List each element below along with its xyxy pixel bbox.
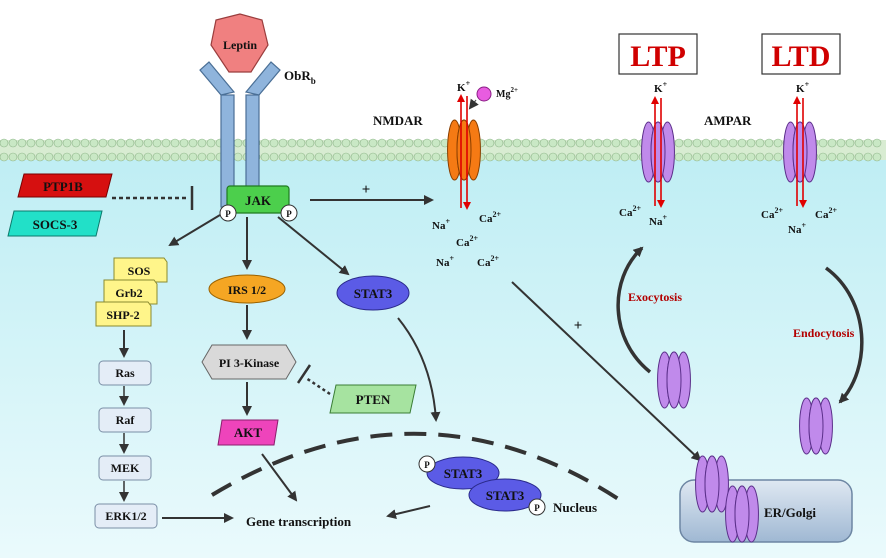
mek-label: MEK bbox=[111, 461, 140, 475]
ltd-label: LTD bbox=[772, 40, 831, 73]
ras-label: Ras bbox=[115, 366, 135, 380]
stat3-dimer-label-2: STAT3 bbox=[486, 488, 525, 503]
phospho-badge-right: P bbox=[280, 204, 298, 222]
ion-labels-ampar: Ca2+ Na+ Ca2+ Ca2+ Na+ bbox=[619, 204, 837, 236]
stat3-to-nucleus-arrow bbox=[397, 317, 441, 422]
ptp1b-label: PTP1B bbox=[43, 179, 83, 194]
pten-label: PTEN bbox=[356, 392, 391, 407]
stat3-to-gene-arrow bbox=[386, 505, 431, 520]
ampar-cluster-endocytosis bbox=[799, 397, 833, 455]
nmdar-channel bbox=[447, 94, 481, 210]
svg-text:Ca2+: Ca2+ bbox=[815, 206, 837, 221]
socs3-label: SOCS-3 bbox=[33, 217, 78, 232]
jak-label: JAK bbox=[245, 193, 272, 208]
ptp1b-box: PTP1B bbox=[17, 173, 113, 198]
akt-to-gene-arrow bbox=[261, 453, 298, 502]
pi3k-hexagon: PI 3-Kinase bbox=[201, 344, 297, 380]
pten-box: PTEN bbox=[329, 384, 417, 414]
mek-box: MEK bbox=[98, 455, 152, 481]
svg-text:Ca2+: Ca2+ bbox=[477, 254, 499, 269]
ras-box: Ras bbox=[98, 360, 152, 386]
svg-text:P: P bbox=[424, 460, 430, 470]
grb2-box: Grb2 bbox=[103, 279, 158, 305]
svg-text:Ca2+: Ca2+ bbox=[479, 210, 501, 225]
irs-ellipse: IRS 1/2 bbox=[208, 274, 286, 304]
phospho-badge-left: P bbox=[219, 204, 237, 222]
plus-sign-er: + bbox=[574, 318, 583, 334]
ampar-cluster-er-1 bbox=[695, 455, 729, 513]
nuclear-envelope bbox=[210, 431, 622, 502]
ampar-label: AMPAR bbox=[704, 113, 752, 128]
obrb-label: ObRb bbox=[284, 68, 316, 86]
raf-label: Raf bbox=[116, 413, 136, 427]
sos-label: SOS bbox=[128, 264, 151, 278]
jak-to-adaptors-arrow bbox=[168, 214, 221, 247]
pten-inhibition-bar bbox=[296, 364, 312, 384]
akt-box: AKT bbox=[217, 419, 279, 446]
irs-label: IRS 1/2 bbox=[228, 283, 266, 297]
nmdar-to-er-arrow bbox=[511, 281, 702, 462]
mg-ion: Mg2+ bbox=[468, 86, 518, 110]
svg-text:Na+: Na+ bbox=[432, 217, 450, 232]
socs3-box: SOCS-3 bbox=[7, 210, 103, 237]
leptin-label: Leptin bbox=[223, 38, 257, 52]
ampar-cluster-er-2 bbox=[725, 485, 759, 543]
er-golgi-label: ER/Golgi bbox=[764, 505, 816, 520]
stat3-ellipse: STAT3 bbox=[336, 275, 410, 311]
svg-text:Na+: Na+ bbox=[649, 213, 667, 228]
ampar-channel-ltp bbox=[641, 96, 675, 208]
leptin-ligand: Leptin bbox=[210, 13, 269, 73]
raf-box: Raf bbox=[98, 407, 152, 433]
gene-transcription-label: Gene transcription bbox=[246, 514, 352, 529]
ltp-box: LTP bbox=[618, 33, 698, 75]
ltd-box: LTD bbox=[761, 33, 841, 75]
endocytosis-arrow bbox=[824, 266, 864, 404]
shp2-label: SHP-2 bbox=[106, 308, 139, 322]
ltp-k-label: K+ bbox=[654, 80, 668, 95]
pten-inhibition-line bbox=[305, 376, 331, 396]
akt-label: AKT bbox=[234, 425, 263, 440]
ltd-k-label: K+ bbox=[796, 80, 810, 95]
erk-label: ERK1/2 bbox=[105, 509, 146, 523]
ion-labels-nmdar: Na+ Ca2+ Ca2+ Na+ Ca2+ bbox=[432, 210, 501, 269]
ampar-cluster-exocytosis bbox=[657, 351, 691, 409]
nmdar-k-label: K+ bbox=[457, 79, 471, 94]
erk-box: ERK1/2 bbox=[94, 503, 158, 529]
plasma-membrane bbox=[0, 138, 886, 162]
sos-box: SOS bbox=[113, 257, 168, 283]
grb2-label: Grb2 bbox=[115, 286, 142, 300]
svg-text:Ca2+: Ca2+ bbox=[456, 234, 478, 249]
svg-text:Na+: Na+ bbox=[788, 221, 806, 236]
stat3-label: STAT3 bbox=[354, 286, 393, 301]
nucleus-label: Nucleus bbox=[553, 500, 597, 515]
exocytosis-label: Exocytosis bbox=[628, 290, 682, 304]
obrb-receptor bbox=[199, 61, 281, 208]
plus-sign-nmdar: + bbox=[362, 182, 371, 198]
svg-text:P: P bbox=[225, 209, 231, 219]
svg-text:P: P bbox=[286, 209, 292, 219]
pi3k-label: PI 3-Kinase bbox=[219, 356, 280, 370]
jak-box: JAK bbox=[226, 185, 290, 214]
shp2-box: SHP-2 bbox=[95, 301, 152, 327]
ltp-label: LTP bbox=[630, 40, 686, 73]
svg-text:Ca2+: Ca2+ bbox=[619, 204, 641, 219]
svg-text:Ca2+: Ca2+ bbox=[761, 206, 783, 221]
stat3-dimer: STAT3 STAT3 P P bbox=[418, 455, 546, 516]
svg-text:P: P bbox=[534, 503, 540, 513]
svg-text:Mg2+: Mg2+ bbox=[496, 86, 518, 100]
ampar-channel-ltd bbox=[783, 96, 817, 208]
stat3-dimer-label-1: STAT3 bbox=[444, 466, 483, 481]
jak-to-stat3-arrow bbox=[277, 216, 350, 276]
nmdar-label: NMDAR bbox=[373, 113, 423, 128]
exocytosis-arrow bbox=[616, 246, 652, 374]
svg-text:Na+: Na+ bbox=[436, 254, 454, 269]
endocytosis-label: Endocytosis bbox=[793, 326, 855, 340]
